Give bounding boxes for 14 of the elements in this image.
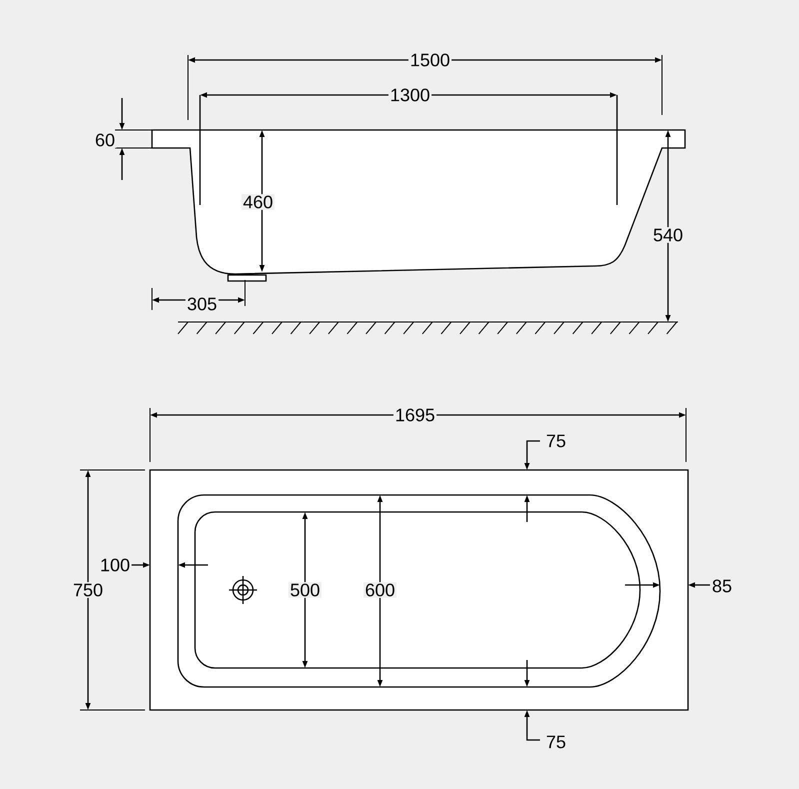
dimension-label: 75 (544, 433, 568, 449)
dimension-label: 85 (710, 578, 734, 594)
dimension-label: 305 (186, 296, 219, 312)
dimension-label: 75 (544, 734, 568, 750)
dimension-label: 540 (652, 227, 685, 243)
dimension-label: 1500 (408, 52, 452, 68)
dimension-label: 60 (94, 132, 117, 148)
dimension-label: 100 (98, 557, 132, 573)
dimension-label: 600 (364, 582, 397, 598)
dimension-label: 1300 (388, 87, 432, 103)
dimension-label: 500 (288, 582, 322, 598)
dimension-label: 460 (242, 194, 275, 210)
dimension-label: 750 (71, 582, 105, 598)
dimension-label: 1695 (393, 407, 437, 423)
